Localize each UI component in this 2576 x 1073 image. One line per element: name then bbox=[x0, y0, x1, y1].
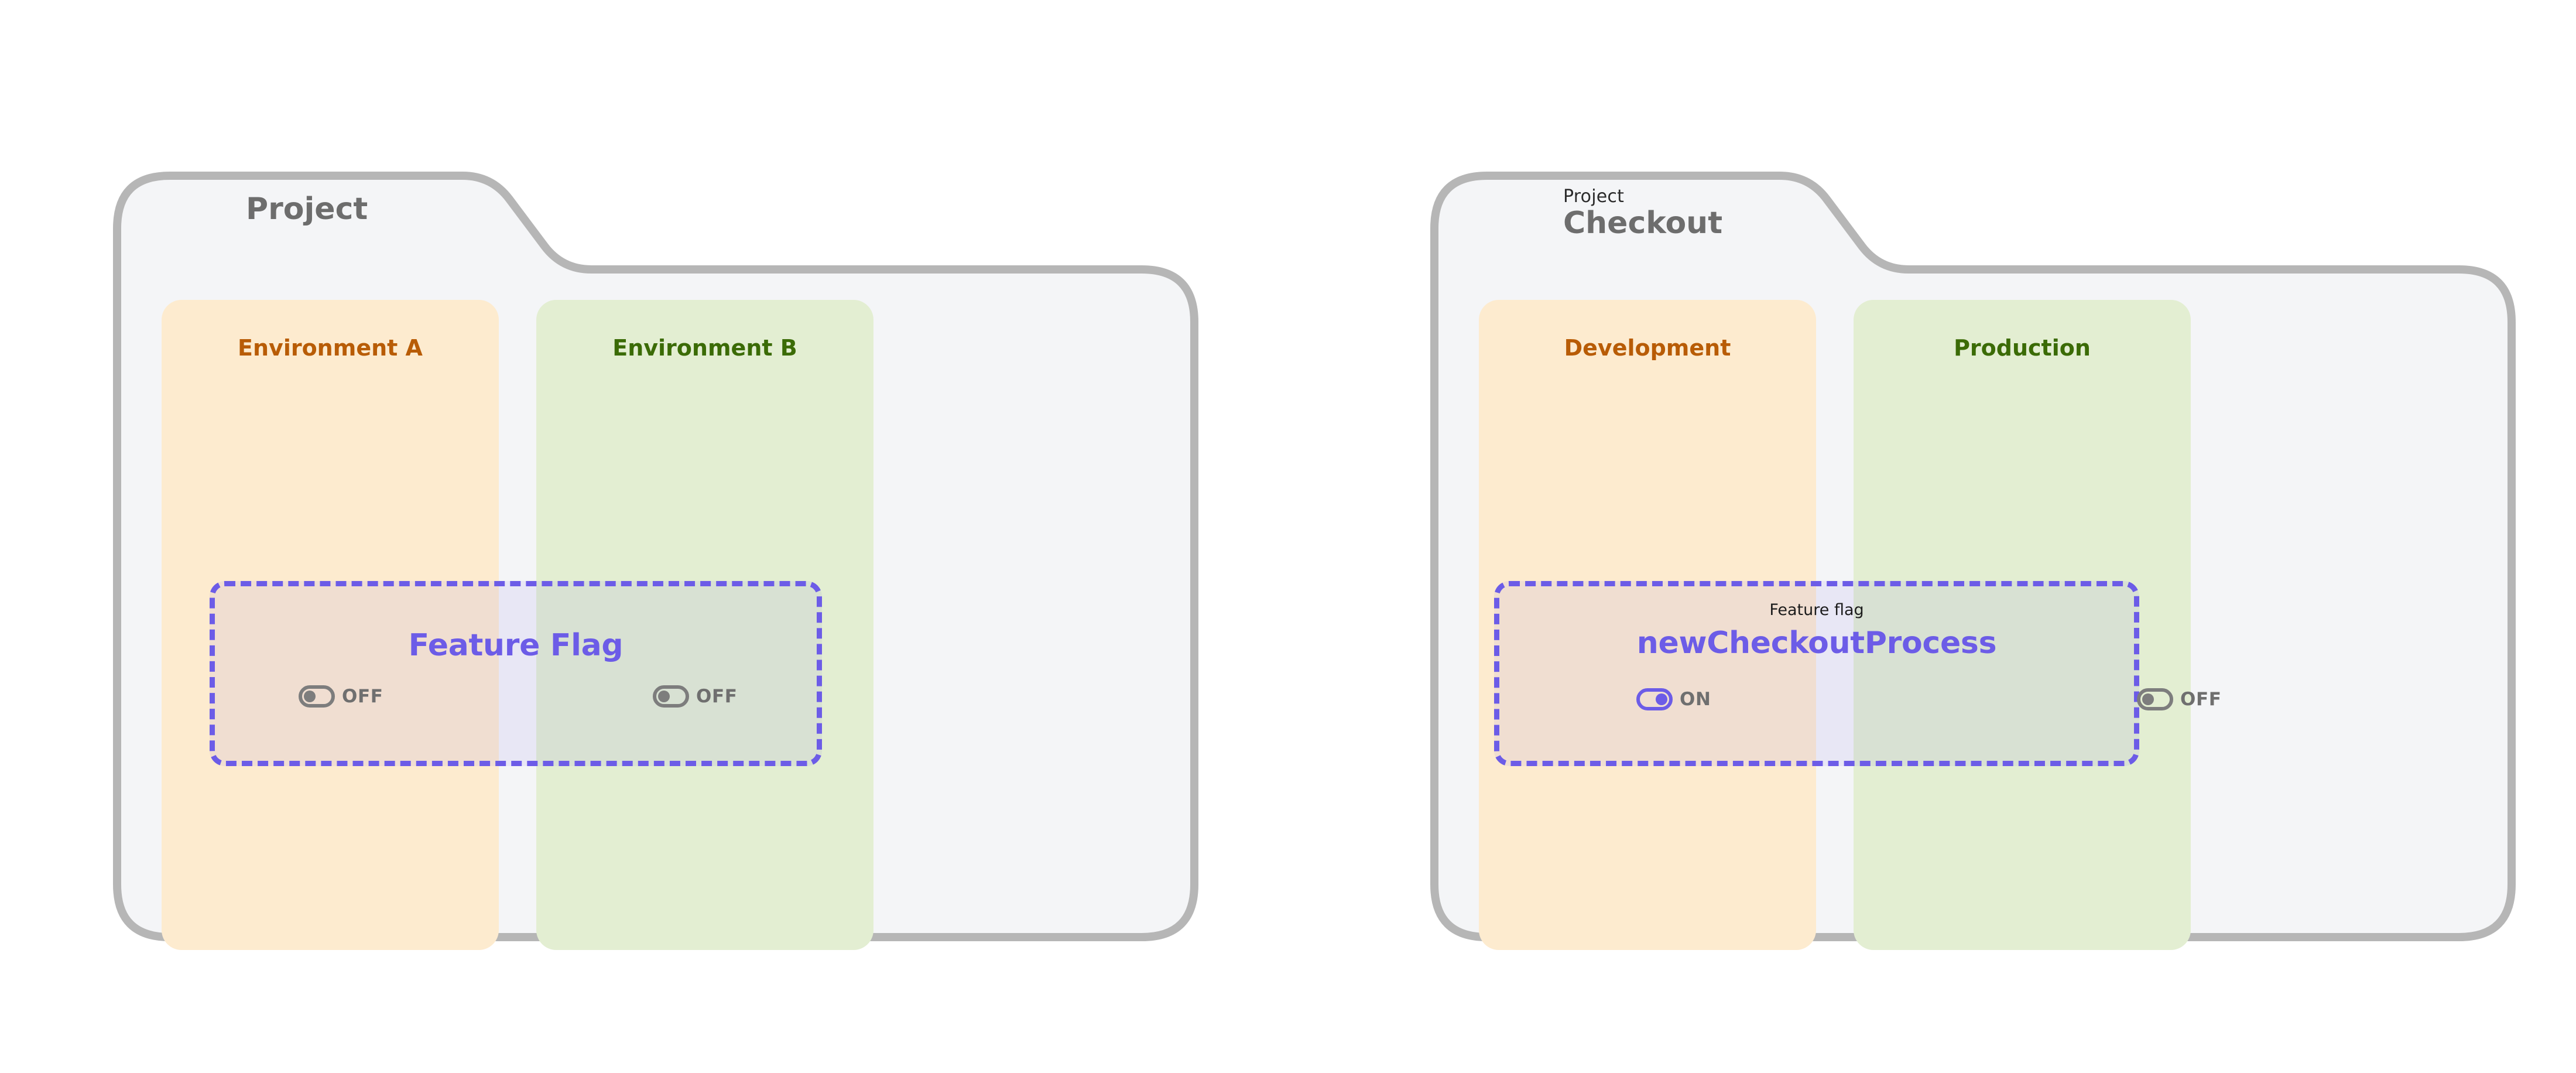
toggle-state-label: OFF bbox=[342, 686, 383, 707]
toggle-state-label: OFF bbox=[2180, 689, 2222, 710]
feature-flag-kicker-checkout: Feature flag bbox=[1769, 601, 1864, 619]
environment-label-environment-b: Environment B bbox=[612, 335, 797, 361]
toggle-switch-on-icon[interactable] bbox=[1636, 688, 1673, 710]
feature-flag-overlay-project[interactable] bbox=[210, 581, 822, 766]
feature-flag-toggle-production[interactable]: OFF bbox=[2137, 688, 2222, 710]
toggle-state-label: ON bbox=[1680, 689, 1711, 710]
folder-header: Project bbox=[246, 192, 597, 226]
folder-title-label: Project bbox=[246, 192, 368, 227]
toggle-switch-off-icon[interactable] bbox=[2137, 688, 2173, 710]
feature-flag-title-checkout: newCheckoutProcess bbox=[1636, 626, 1997, 661]
environment-label-production: Production bbox=[1954, 335, 2091, 361]
environment-box-environment-a[interactable] bbox=[162, 300, 499, 950]
feature-flag-toggle-development[interactable]: ON bbox=[1636, 688, 1711, 710]
feature-flag-overlay-checkout[interactable] bbox=[1494, 581, 2139, 766]
folder-panel-project: Project Environment A Environment B Feat… bbox=[111, 141, 1200, 950]
toggle-knob bbox=[1656, 693, 1667, 705]
feature-flag-title-project: Feature Flag bbox=[408, 628, 624, 663]
toggle-knob bbox=[2142, 693, 2154, 705]
feature-flag-toggle-environment-b[interactable]: OFF bbox=[653, 685, 738, 708]
environment-label-environment-a: Environment A bbox=[238, 335, 423, 361]
folder-header: Project Checkout bbox=[1563, 187, 1914, 240]
toggle-knob bbox=[304, 691, 316, 702]
folder-title-label: Checkout bbox=[1563, 205, 1723, 241]
folder-kicker-label: Project bbox=[1563, 186, 1625, 207]
toggle-switch-off-icon[interactable] bbox=[299, 685, 335, 708]
toggle-state-label: OFF bbox=[696, 686, 738, 707]
folder-panel-checkout: Project Checkout Development Production … bbox=[1429, 141, 2517, 950]
toggle-switch-off-icon[interactable] bbox=[653, 685, 689, 708]
toggle-knob bbox=[658, 691, 670, 702]
feature-flag-toggle-environment-a[interactable]: OFF bbox=[299, 685, 383, 708]
environment-label-development: Development bbox=[1564, 335, 1731, 361]
environment-box-development[interactable] bbox=[1479, 300, 1816, 950]
